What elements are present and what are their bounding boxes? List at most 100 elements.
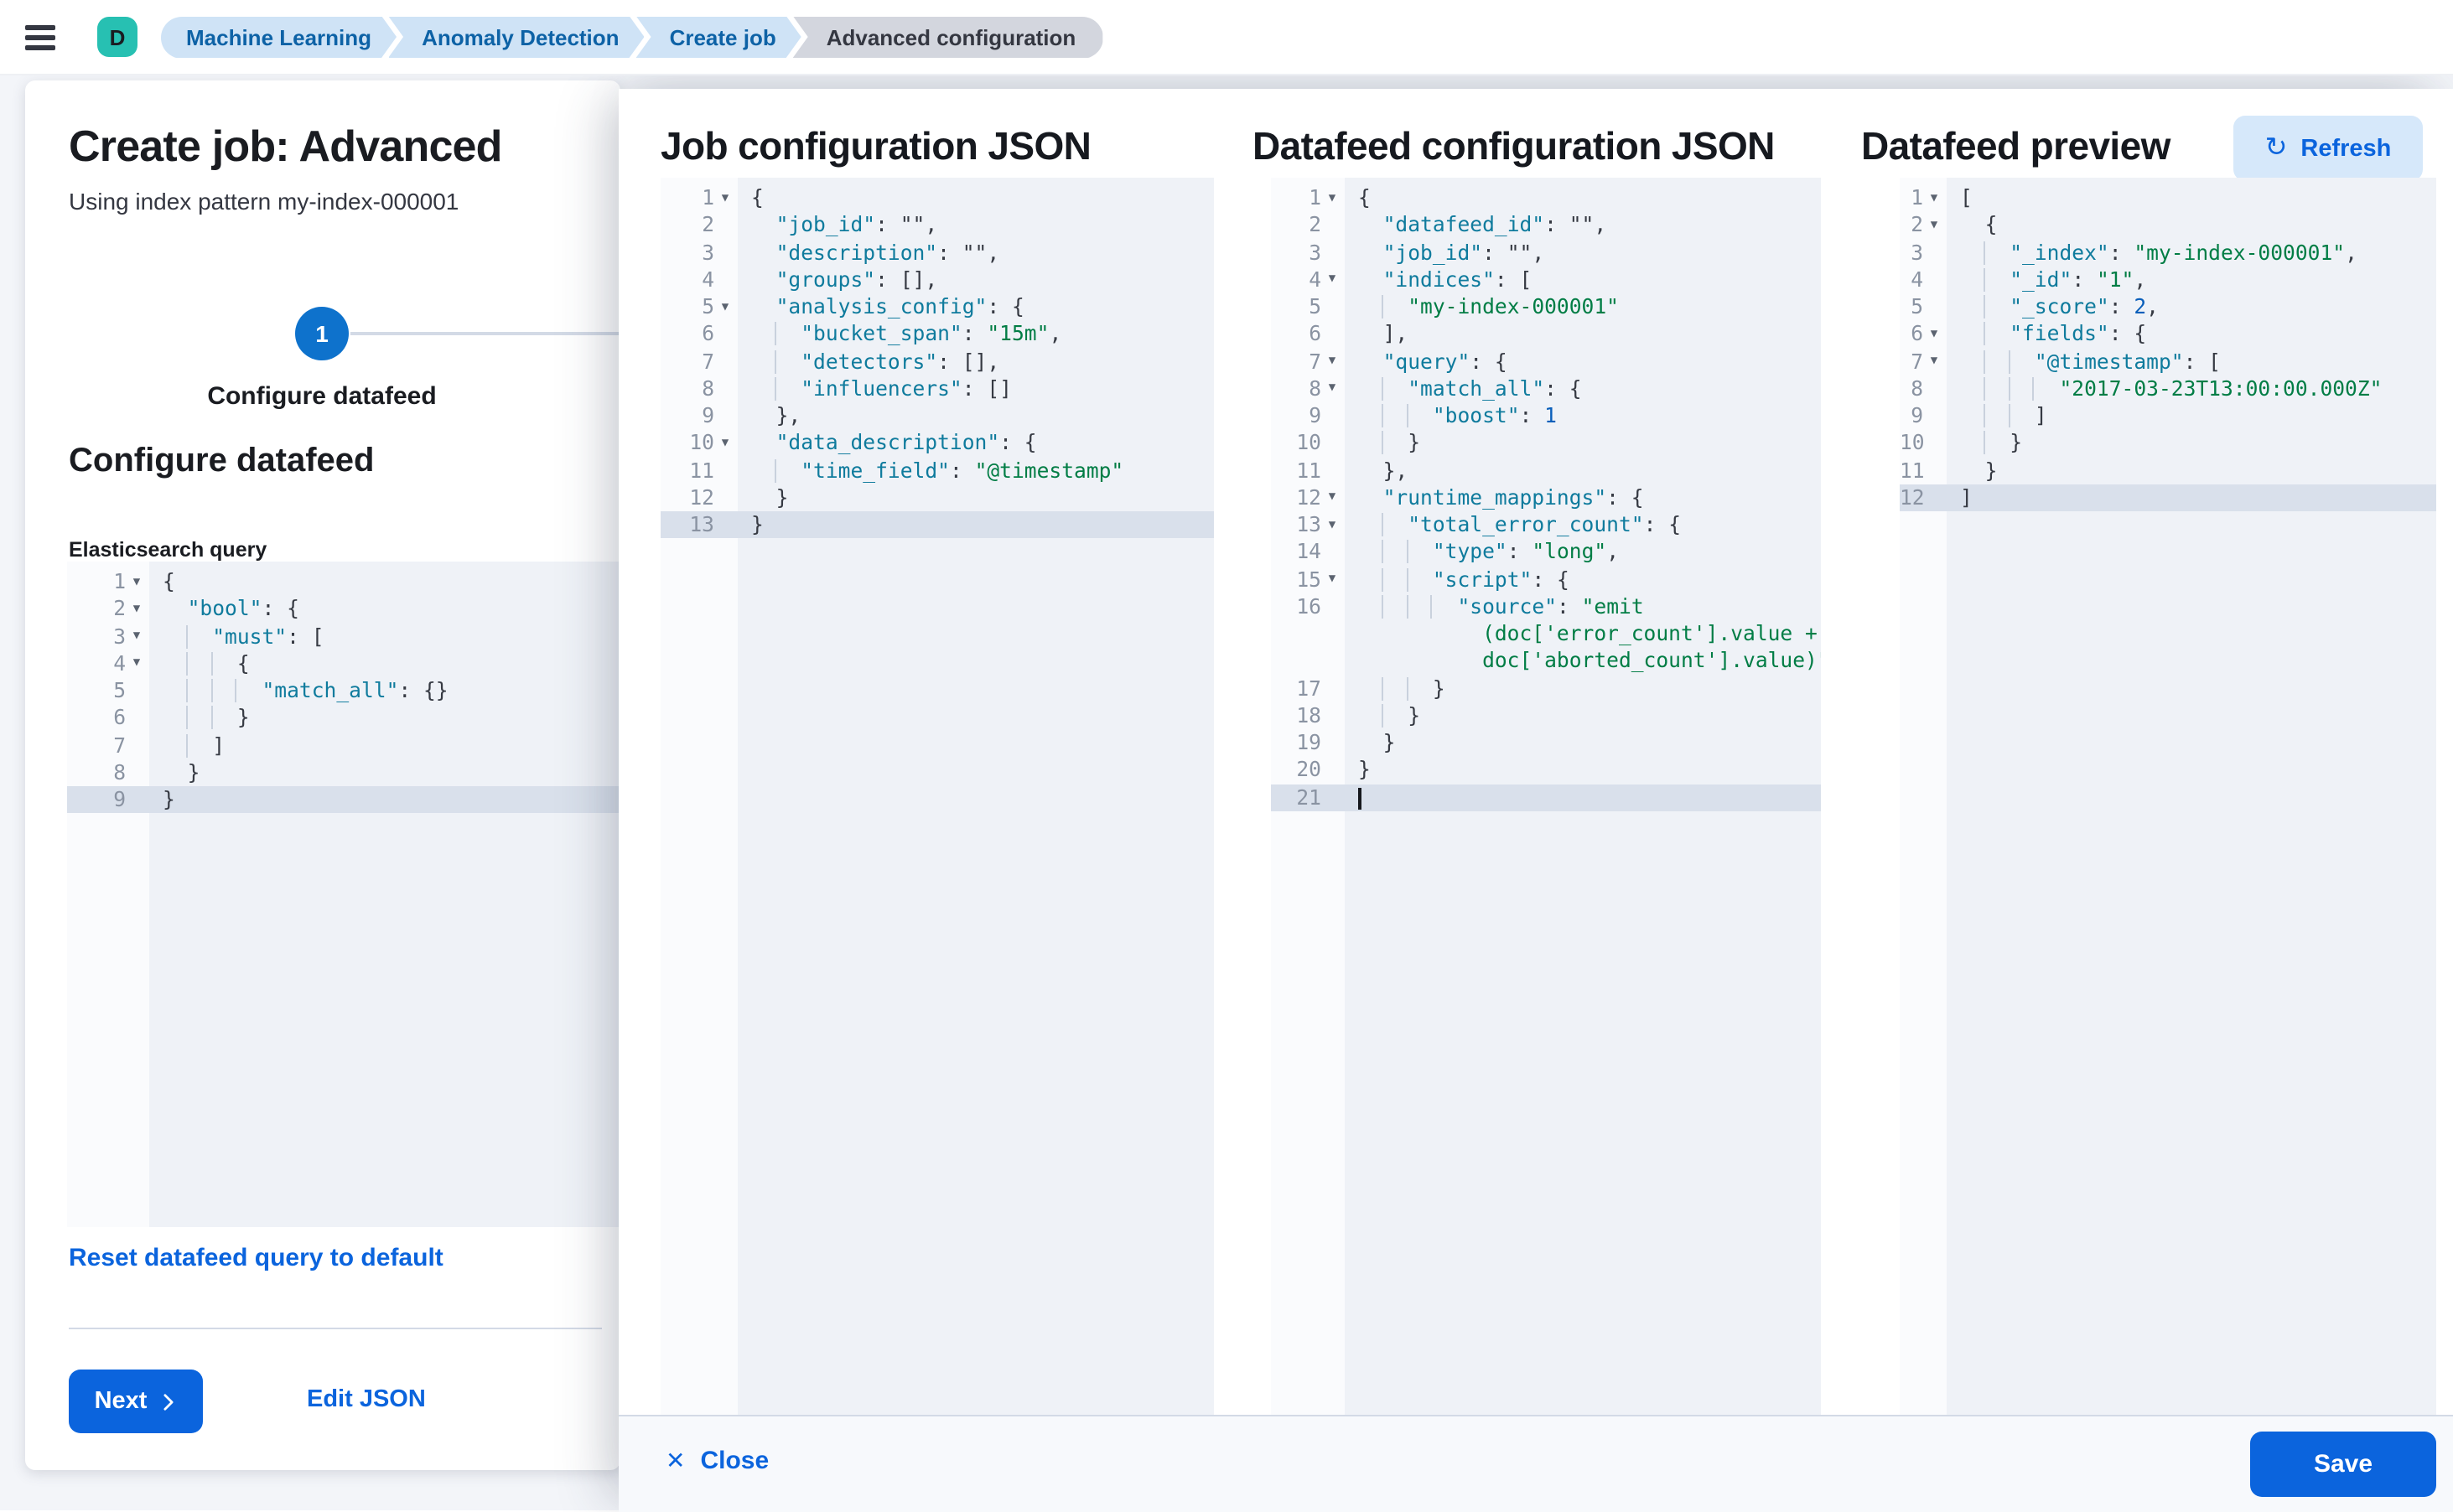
reset-datafeed-query-link[interactable]: Reset datafeed query to default [69, 1244, 443, 1272]
code-line[interactable]: 3▼ "must": [ [67, 623, 620, 650]
code-line[interactable]: 5▼ "match_all": {} [67, 677, 620, 705]
fold-toggle-icon[interactable]: ▼ [1930, 217, 1938, 231]
code-line[interactable]: 4▼ "_id": "1", [1900, 267, 2436, 294]
close-button[interactable]: ✕ Close [666, 1447, 769, 1475]
code-line[interactable]: 1▼{ [67, 568, 620, 596]
code-line[interactable]: 8▼ } [67, 759, 620, 787]
code-line[interactable]: 1▼{ [661, 184, 1214, 212]
line-number: 9 [1911, 404, 1923, 427]
code-text: "bool": { [187, 597, 299, 621]
code-line[interactable]: 3▼ "_index": "my-index-000001", [1900, 239, 2436, 267]
save-button[interactable]: Save [2250, 1432, 2436, 1497]
fold-toggle-icon[interactable]: ▼ [1328, 381, 1336, 395]
code-line[interactable]: 1▼{ [1271, 184, 1821, 212]
code-line[interactable]: 4▼ { [67, 650, 620, 678]
indent-guide [1406, 594, 1433, 619]
code-line[interactable]: 7▼ "@timestamp": [ [1900, 348, 2436, 375]
code-line[interactable]: 17▼ } [1271, 675, 1821, 702]
fold-toggle-icon[interactable]: ▼ [1930, 326, 1938, 340]
code-line[interactable]: 3▼ "job_id": "", [1271, 239, 1821, 267]
code-line[interactable]: 8▼ "influencers": [] [661, 375, 1214, 403]
breadcrumb-create-job[interactable]: Create job [636, 16, 801, 58]
code-line[interactable]: 5▼ "_score": 2, [1900, 293, 2436, 321]
code-line[interactable]: 18▼ } [1271, 702, 1821, 730]
edit-json-link[interactable]: Edit JSON [307, 1386, 426, 1413]
code-line[interactable]: 4▼ "groups": [], [661, 267, 1214, 294]
code-text: } [1345, 430, 1821, 458]
fold-toggle-icon[interactable]: ▼ [1328, 272, 1336, 286]
fold-toggle-icon[interactable]: ▼ [721, 190, 729, 205]
code-line[interactable]: 21▼ [1271, 784, 1821, 811]
code-line[interactable]: ▼ doc['aborted_count'].value)" [1271, 648, 1821, 676]
code-line[interactable]: 2▼ "datafeed_id": "", [1271, 212, 1821, 240]
datafeed-preview-editor[interactable]: 1▼[2▼ {3▼ "_index": "my-index-000001",4▼… [1900, 178, 2436, 1415]
code-text [1345, 784, 1821, 811]
code-line[interactable]: 12▼ "runtime_mappings": { [1271, 484, 1821, 512]
code-line[interactable]: 7▼ "detectors": [], [661, 348, 1214, 375]
code-line[interactable]: 10▼ } [1271, 430, 1821, 458]
fold-toggle-icon[interactable]: ▼ [1328, 489, 1336, 504]
code-line[interactable]: 8▼ "match_all": { [1271, 375, 1821, 403]
fold-toggle-icon[interactable]: ▼ [132, 601, 141, 615]
code-line[interactable]: 19▼ } [1271, 729, 1821, 757]
elasticsearch-query-editor[interactable]: 1▼{2▼ "bool": {3▼ "must": [4▼ {5▼ "match… [67, 562, 620, 1227]
job-configuration-editor[interactable]: 1▼{2▼ "job_id": "",3▼ "description": "",… [661, 178, 1214, 1415]
next-button[interactable]: Next [69, 1370, 203, 1433]
code-text: "time_field": "@timestamp" [738, 457, 1214, 484]
code-line[interactable]: 7▼ ] [67, 732, 620, 759]
code-line[interactable]: 11▼ "time_field": "@timestamp" [661, 457, 1214, 484]
code-text: "indices": [ [1382, 267, 1532, 292]
code-line[interactable]: 6▼ "fields": { [1900, 321, 2436, 349]
fold-toggle-icon[interactable]: ▼ [1328, 354, 1336, 368]
step-1-indicator[interactable]: 1 [295, 307, 349, 360]
code-line[interactable]: 11▼ } [1900, 457, 2436, 484]
code-line[interactable]: 12▼] [1900, 484, 2436, 511]
fold-toggle-icon[interactable]: ▼ [1328, 190, 1336, 205]
datafeed-preview-heading: Datafeed preview [1861, 124, 2170, 168]
code-line[interactable]: 7▼ "query": { [1271, 348, 1821, 375]
refresh-button[interactable]: ↻ Refresh [2233, 116, 2423, 181]
fold-toggle-icon[interactable]: ▼ [721, 299, 729, 313]
fold-toggle-icon[interactable]: ▼ [132, 574, 141, 588]
code-line[interactable]: 6▼ ], [1271, 321, 1821, 349]
code-text: { [149, 650, 620, 678]
code-line[interactable]: 13▼ "total_error_count": { [1271, 511, 1821, 539]
code-line[interactable]: 6▼ "bucket_span": "15m", [661, 321, 1214, 349]
code-line[interactable]: 2▼ { [1900, 212, 2436, 240]
code-line[interactable]: 9▼ ] [1900, 402, 2436, 430]
code-line[interactable]: 5▼ "analysis_config": { [661, 293, 1214, 321]
fold-toggle-icon[interactable]: ▼ [1930, 354, 1938, 368]
code-line[interactable]: ▼ (doc['error_count'].value + [1271, 620, 1821, 648]
datafeed-configuration-editor[interactable]: 1▼{2▼ "datafeed_id": "",3▼ "job_id": "",… [1271, 178, 1821, 1415]
code-line[interactable]: 4▼ "indices": [ [1271, 267, 1821, 294]
breadcrumb-machine-learning[interactable]: Machine Learning [161, 16, 397, 58]
code-line[interactable]: 9▼ "boost": 1 [1271, 402, 1821, 430]
code-line[interactable]: 9▼ }, [661, 402, 1214, 430]
code-line[interactable]: 5▼ "my-index-000001" [1271, 293, 1821, 321]
fold-toggle-icon[interactable]: ▼ [1930, 190, 1938, 205]
code-line[interactable]: 16▼ "source": "emit [1271, 593, 1821, 621]
fold-toggle-icon[interactable]: ▼ [132, 629, 141, 643]
fold-toggle-icon[interactable]: ▼ [1328, 572, 1336, 586]
code-line[interactable]: 2▼ "job_id": "", [661, 212, 1214, 240]
code-line[interactable]: 11▼ }, [1271, 457, 1821, 484]
deployment-avatar[interactable]: D [97, 17, 137, 57]
code-line[interactable]: 1▼[ [1900, 184, 2436, 212]
code-line[interactable]: 9▼} [67, 786, 620, 814]
code-line[interactable]: 10▼ } [1900, 430, 2436, 458]
breadcrumb-anomaly-detection[interactable]: Anomaly Detection [388, 16, 645, 58]
fold-toggle-icon[interactable]: ▼ [1328, 517, 1336, 531]
hamburger-menu-icon[interactable] [25, 15, 69, 59]
code-line[interactable]: 3▼ "description": "", [661, 239, 1214, 267]
code-line[interactable]: 12▼ } [661, 484, 1214, 512]
code-line[interactable]: 15▼ "script": { [1271, 566, 1821, 593]
code-line[interactable]: 2▼ "bool": { [67, 596, 620, 624]
code-line[interactable]: 20▼} [1271, 757, 1821, 784]
fold-toggle-icon[interactable]: ▼ [132, 655, 141, 670]
code-line[interactable]: 13▼} [661, 511, 1214, 539]
fold-toggle-icon[interactable]: ▼ [721, 435, 729, 449]
code-line[interactable]: 10▼ "data_description": { [661, 430, 1214, 458]
code-line[interactable]: 14▼ "type": "long", [1271, 539, 1821, 567]
code-line[interactable]: 8▼ "2017-03-23T13:00:00.000Z" [1900, 375, 2436, 403]
code-line[interactable]: 6▼ } [67, 705, 620, 733]
